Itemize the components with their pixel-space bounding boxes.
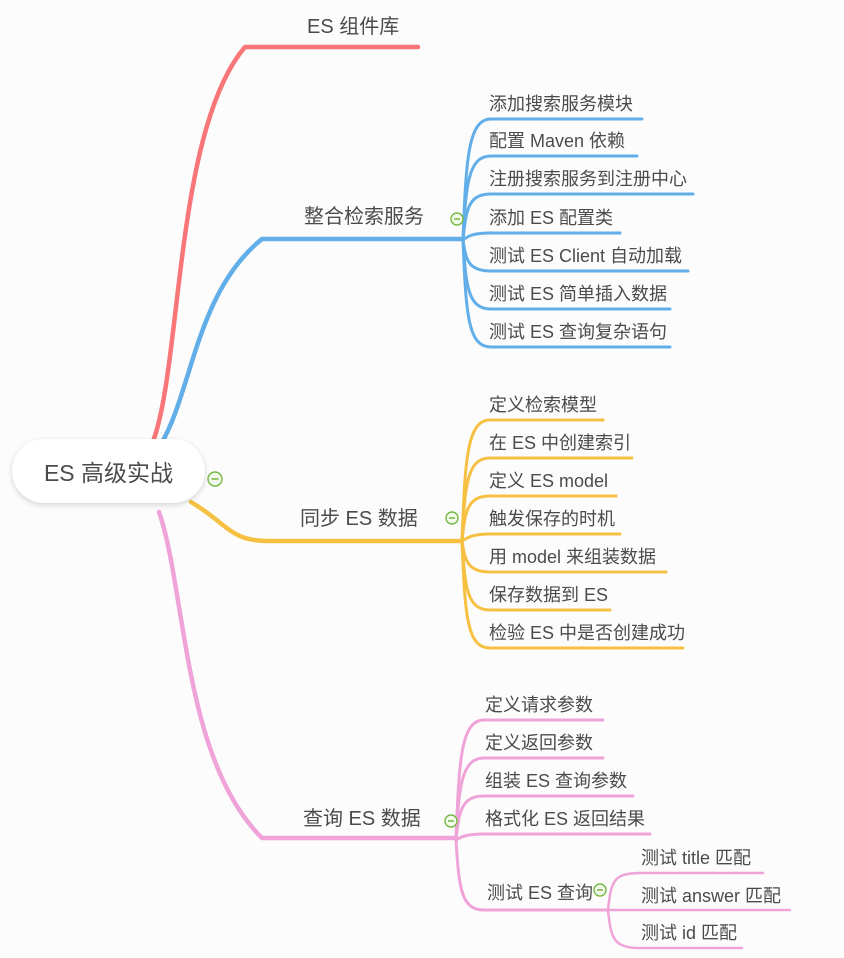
node-sync-data[interactable]: 同步 ES 数据 <box>300 508 418 530</box>
node-define-request-params[interactable]: 定义请求参数 <box>485 695 593 715</box>
child-line-pink-4 <box>454 832 652 842</box>
child-line-pink-5 <box>454 838 610 912</box>
node-test-es-client[interactable]: 测试 ES Client 自动加载 <box>489 246 683 266</box>
node-save-to-es[interactable]: 保存数据到 ES <box>489 585 609 605</box>
child-line-yellow-4 <box>460 532 622 543</box>
node-save-trigger[interactable]: 触发保存的时机 <box>489 509 615 529</box>
node-assemble-query-params[interactable]: 组装 ES 查询参数 <box>485 771 628 791</box>
node-add-search-module[interactable]: 添加搜索服务模块 <box>489 94 633 114</box>
child-line-pink-3 <box>454 794 635 842</box>
node-test-es-insert[interactable]: 测试 ES 简单插入数据 <box>489 284 668 304</box>
node-verify-es-created[interactable]: 检验 ES 中是否创建成功 <box>489 623 686 643</box>
node-test-es-query[interactable]: 测试 ES 查询 <box>487 883 594 903</box>
grandchild-line-1 <box>606 871 765 912</box>
node-config-maven[interactable]: 配置 Maven 依赖 <box>489 131 626 151</box>
node-define-es-model[interactable]: 定义 ES model <box>489 471 609 491</box>
branch-line-es-components <box>149 44 421 447</box>
collapse-icon-integrate[interactable] <box>450 212 464 226</box>
node-create-index[interactable]: 在 ES 中创建索引 <box>489 433 632 453</box>
node-format-es-result[interactable]: 格式化 ES 返回结果 <box>485 809 646 829</box>
node-test-es-complex[interactable]: 测试 ES 查询复杂语句 <box>489 322 668 342</box>
collapse-icon-root[interactable] <box>207 471 223 487</box>
root-node[interactable]: ES 高级实战 <box>12 439 205 503</box>
child-line-blue-3 <box>461 192 695 242</box>
branch-line-integrate-search <box>158 236 466 447</box>
child-line-yellow-7 <box>460 539 685 650</box>
collapse-icon-test-query[interactable] <box>593 883 607 897</box>
node-test-answer-match[interactable]: 测试 answer 匹配 <box>641 886 782 906</box>
collapse-icon-sync[interactable] <box>445 511 459 525</box>
node-assemble-with-model[interactable]: 用 model 来组装数据 <box>489 547 657 567</box>
node-register-service[interactable]: 注册搜索服务到注册中心 <box>489 169 687 189</box>
node-integrate-search[interactable]: 整合检索服务 <box>304 206 424 228</box>
node-add-es-config[interactable]: 添加 ES 配置类 <box>489 208 614 228</box>
collapse-icon-query[interactable] <box>444 814 458 828</box>
grandchild-line-3 <box>606 908 744 950</box>
branch-line-query-data <box>156 509 459 841</box>
child-line-blue-4 <box>461 231 622 242</box>
root-node-label: ES 高级实战 <box>43 460 174 486</box>
node-test-title-match[interactable]: 测试 title 匹配 <box>641 848 752 868</box>
branch-line-sync-data <box>188 499 465 544</box>
node-test-id-match[interactable]: 测试 id 匹配 <box>641 923 738 943</box>
node-query-data[interactable]: 查询 ES 数据 <box>303 808 421 830</box>
node-define-return-params[interactable]: 定义返回参数 <box>485 733 593 753</box>
node-define-search-model[interactable]: 定义检索模型 <box>489 395 597 415</box>
node-es-components[interactable]: ES 组件库 <box>307 16 400 38</box>
child-line-yellow-3 <box>460 494 618 543</box>
child-line-blue-7 <box>461 238 672 349</box>
